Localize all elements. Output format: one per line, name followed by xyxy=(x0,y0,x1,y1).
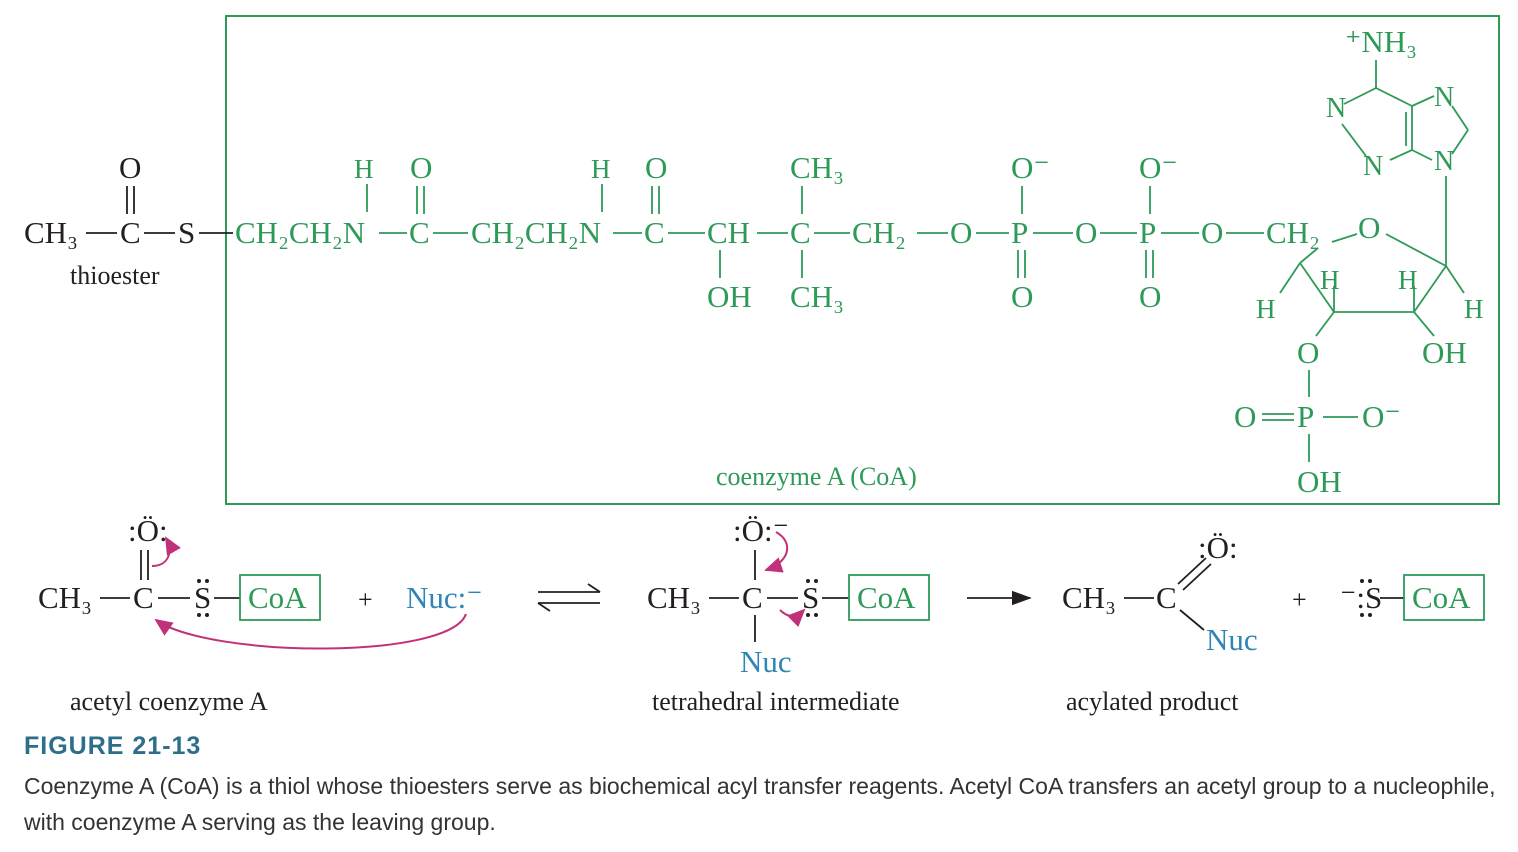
thioester-label: thioester xyxy=(70,261,160,290)
thioester-sulfur: S xyxy=(178,215,195,250)
thiolate-coa: CoA xyxy=(1412,580,1471,615)
acetyl-coa-sulfur: S xyxy=(194,580,211,615)
adenine-n9: N xyxy=(1434,146,1454,177)
tetrahedral-sulfur-dots xyxy=(806,579,818,617)
chain-ch2ch2n-2: CH₂CH₂N xyxy=(471,215,601,250)
tetrahedral-methyl: CH₃ xyxy=(647,580,701,615)
ribose-h-4: H xyxy=(1464,294,1484,324)
product-nuc: Nuc xyxy=(1206,622,1258,657)
acetyl-coa-label: acetyl coenzyme A xyxy=(70,687,268,716)
amide-h-1: H xyxy=(354,154,374,184)
coa-box-label: coenzyme A (CoA) xyxy=(716,462,917,491)
acetyl-coa: :Ö: CH₃ C S CoA acetyl coenzyme A xyxy=(38,513,307,716)
acylated-product: :Ö: CH₃ C Nuc acylated product xyxy=(1062,530,1258,716)
figure-caption: Coenzyme A (CoA) is a thiol whose thioes… xyxy=(24,773,1496,835)
ribose-3-o: O xyxy=(1297,335,1319,370)
phosphorus-1: P xyxy=(1011,215,1028,250)
tetrahedral-carbon: C xyxy=(742,580,763,615)
tetrahedral-coa: CoA xyxy=(857,580,916,615)
acetyl-bonds xyxy=(86,186,233,234)
product-methyl: CH₃ xyxy=(1062,580,1116,615)
tetrahedral-oxygen: :Ö:⁻ xyxy=(733,513,789,548)
attack-arrow xyxy=(154,613,467,650)
acetyl-coa-coa: CoA xyxy=(248,580,307,615)
amide-o-2: O xyxy=(645,150,667,185)
acetyl-coa-carbon: C xyxy=(133,580,154,615)
coa-chain: CH₂CH₂N H O C CH₂CH₂N H O C CH OH C CH₃ … xyxy=(235,24,1484,499)
pi-bond-arrow xyxy=(151,536,181,567)
adenine-n1: N xyxy=(1326,93,1346,124)
acetyl-coa-methyl: CH₃ xyxy=(38,580,92,615)
bridge-o-1: O xyxy=(950,215,972,250)
ribose-ring-o: O xyxy=(1358,210,1380,245)
leaving-group-arrow xyxy=(779,608,806,627)
methyl-bottom: CH₃ xyxy=(790,279,844,314)
amide-h-2: H xyxy=(591,154,611,184)
tetrahedral-intermediate: :Ö:⁻ CH₃ C S CoA Nuc tetrahedral interme… xyxy=(647,513,916,716)
acetyl-coa-coa-box xyxy=(239,574,321,621)
thiolate-coa-box xyxy=(1403,574,1485,621)
tetrahedral-bonds xyxy=(709,550,849,642)
phosphate-2-o-minus: O⁻ xyxy=(1139,150,1178,185)
acetyl-coa-sulfur-dots xyxy=(197,579,209,617)
acylated-label: acylated product xyxy=(1066,687,1239,716)
amide-c-2: C xyxy=(644,215,665,250)
thiolate-dots xyxy=(1360,579,1372,617)
product-carbon: C xyxy=(1156,580,1177,615)
coa-thiolate: ⁻:S CoA xyxy=(1340,580,1471,615)
phosphate-1-o-minus: O⁻ xyxy=(1011,150,1050,185)
acetyl-carbon: C xyxy=(120,215,141,250)
plus-sign-1: + xyxy=(358,585,373,614)
reform-pi-arrow xyxy=(764,531,789,573)
adenine-n3: N xyxy=(1363,151,1383,182)
chain-ch2-a: CH₂ xyxy=(852,215,906,250)
methyl-top: CH₃ xyxy=(790,150,844,185)
product-bonds xyxy=(1124,557,1212,631)
coa-bonds xyxy=(366,60,1469,462)
tetrahedral-label: tetrahedral intermediate xyxy=(652,687,900,716)
acetyl-carbonyl-o: O xyxy=(119,150,141,185)
figure-label: FIGURE 21-13 xyxy=(24,732,202,760)
acetyl-coa-oxygen: :Ö: xyxy=(128,513,168,548)
phosphate-3-o-double: O xyxy=(1234,399,1256,434)
bridge-o-2: O xyxy=(1075,215,1097,250)
plus-sign-2: + xyxy=(1292,585,1307,614)
tetrahedral-sulfur: S xyxy=(802,580,819,615)
phosphate-1-o: O xyxy=(1011,279,1033,314)
ribose-h-1: H xyxy=(1320,265,1340,295)
chain-ch: CH xyxy=(707,215,750,250)
phosphorus-2: P xyxy=(1139,215,1156,250)
phosphate-3-oh: OH xyxy=(1297,464,1342,499)
tetrahedral-nuc: Nuc xyxy=(740,644,792,679)
acetyl-thioester-group: O CH₃ C S thioester xyxy=(24,150,195,290)
ribose-2-oh: OH xyxy=(1422,335,1467,370)
coenzyme-a-diagram: O CH₃ C S thioester CH₂CH₂N H O C CH₂CH₂… xyxy=(24,15,1500,716)
amide-c-1: C xyxy=(409,215,430,250)
adenine-n7: N xyxy=(1434,82,1454,113)
thiolate-sulfur: ⁻:S xyxy=(1340,580,1382,615)
ribose-h-3: H xyxy=(1256,294,1276,324)
acetyl-coa-bonds xyxy=(100,550,240,599)
quaternary-c: C xyxy=(790,215,811,250)
acetyl-methyl: CH₃ xyxy=(24,215,78,250)
adenine-nh3: ⁺NH₃ xyxy=(1345,24,1417,59)
phosphate-3-o-minus: O⁻ xyxy=(1362,399,1401,434)
phosphorus-3: P xyxy=(1297,399,1314,434)
ribose-h-2: H xyxy=(1398,265,1418,295)
tetrahedral-coa-box xyxy=(848,574,930,621)
chain-ch2ch2n-1: CH₂CH₂N xyxy=(235,215,365,250)
coa-outline-box xyxy=(225,15,1500,505)
equilibrium-arrow xyxy=(537,583,601,612)
ribose-ch2: CH₂ xyxy=(1266,215,1320,250)
phosphate-2-o: O xyxy=(1139,279,1161,314)
bridge-o-3: O xyxy=(1201,215,1223,250)
nucleophile: Nuc:⁻ xyxy=(406,580,483,615)
amide-o-1: O xyxy=(410,150,432,185)
chain-oh: OH xyxy=(707,279,752,314)
